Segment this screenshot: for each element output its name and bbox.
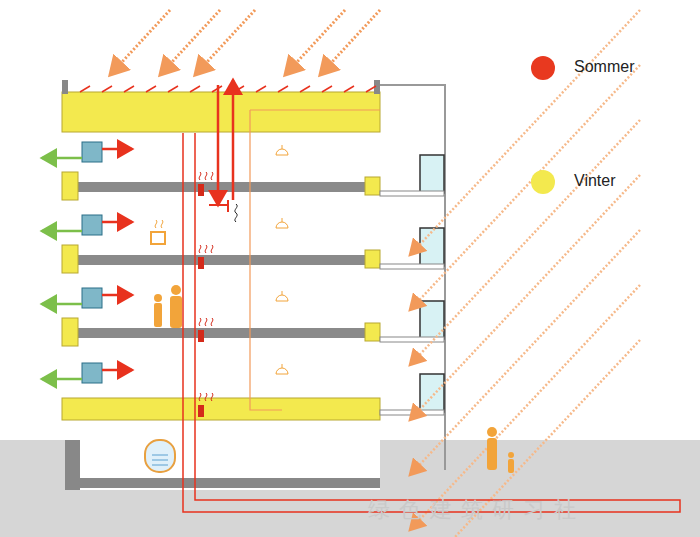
exhaust-arrow [42, 378, 82, 381]
sun-ray [195, 10, 255, 75]
legend-swatch [531, 56, 555, 80]
exhaust-arrow [42, 230, 82, 233]
intake-arrow [217, 85, 220, 205]
sun-ray [410, 10, 640, 255]
geothermal-pipe [183, 133, 680, 512]
sun-ray [285, 10, 345, 75]
louvre [234, 86, 244, 92]
louvre [80, 86, 90, 92]
heat-recovery-unit [82, 363, 102, 383]
lamp [276, 145, 288, 155]
radiator [198, 405, 204, 417]
balcony [380, 410, 444, 415]
louvre [102, 86, 112, 92]
balcony [380, 264, 444, 269]
heat-waves [199, 393, 213, 401]
facade [380, 85, 445, 470]
louvre [146, 86, 156, 92]
supply-arrow [102, 294, 132, 297]
radiator [198, 184, 204, 196]
supply-arrow [102, 148, 132, 151]
louvre [168, 86, 178, 92]
light-duct [250, 110, 380, 410]
supply-arrow [102, 369, 132, 372]
heat-recovery-unit [82, 142, 102, 162]
watermark: 绿色建筑研习社 [368, 495, 585, 525]
ground [0, 440, 700, 537]
slab-edge [62, 245, 78, 273]
heat-waves [199, 172, 213, 180]
window [420, 155, 444, 193]
louvre [190, 86, 200, 92]
supply-arrow [102, 221, 132, 224]
legend-swatch [531, 170, 555, 194]
lamp [276, 218, 288, 228]
slab-edge [62, 172, 78, 200]
louvre [344, 86, 354, 92]
fan-symbol [235, 204, 237, 222]
slab-edge [365, 177, 380, 195]
slab-edge [62, 318, 78, 346]
sun-ray [410, 285, 640, 530]
louvre [366, 86, 376, 92]
floor-slab [62, 398, 380, 420]
louvre [256, 86, 266, 92]
sun-ray [410, 230, 640, 475]
sun-ray [410, 65, 640, 310]
floor-slab [78, 328, 368, 338]
heat-waves [199, 245, 213, 253]
storage-tank [145, 440, 175, 472]
radiator [198, 330, 204, 342]
sun-ray [410, 175, 640, 420]
exhaust-arrow [42, 157, 82, 160]
louvre [124, 86, 134, 92]
heat-waves [199, 318, 213, 326]
louvre [322, 86, 332, 92]
louvre [300, 86, 310, 92]
exhaust-arrow [232, 80, 235, 200]
heat-recovery-unit [82, 215, 102, 235]
sun-ray [320, 10, 380, 75]
floor-slab [78, 182, 368, 192]
louvre [278, 86, 288, 92]
sun-ray [110, 10, 170, 75]
basement-slab [65, 478, 380, 488]
lamp [276, 291, 288, 301]
slab-edge [365, 323, 380, 341]
slab-edge [365, 250, 380, 268]
lamp [276, 364, 288, 374]
floor-slab [78, 255, 368, 265]
people [154, 285, 514, 473]
sun-ray [410, 120, 640, 365]
balcony [380, 191, 444, 196]
sun-ray [160, 10, 220, 75]
heat-recovery-unit [82, 288, 102, 308]
exhaust-arrow [42, 303, 82, 306]
legend-label: Sommer [574, 58, 634, 76]
roof-slab [62, 92, 380, 132]
radiator [198, 257, 204, 269]
legend-label: Vinter [574, 172, 616, 190]
window [420, 228, 444, 266]
appliance [151, 232, 165, 244]
